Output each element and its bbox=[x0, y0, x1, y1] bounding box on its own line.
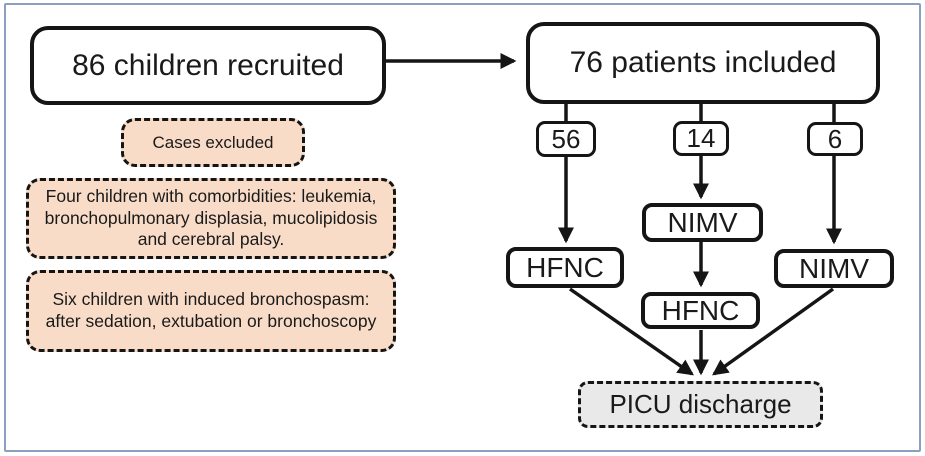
excluded-bronchospasm-text: Six children with induced bronchospasm: … bbox=[45, 289, 377, 331]
picu-discharge-label: PICU discharge bbox=[609, 389, 792, 420]
included-box: 76 patients included bbox=[526, 22, 880, 104]
hfnc-left-label: HFNC bbox=[526, 252, 604, 283]
excluded-bronchospasm-box: Six children with induced bronchospasm: … bbox=[26, 270, 396, 352]
count-box-56: 56 bbox=[536, 121, 596, 157]
excluded-comorbidities-text: Four children with comorbidities: leukem… bbox=[44, 185, 378, 250]
count-box-6: 6 bbox=[807, 122, 863, 156]
nimv-right-box: NIMV bbox=[774, 249, 894, 288]
count-box-14: 14 bbox=[673, 121, 729, 156]
excluded-comorbidities-box: Four children with comorbidities: leukem… bbox=[26, 178, 396, 259]
cases-excluded-box: Cases excluded bbox=[121, 118, 305, 167]
picu-discharge-box: PICU discharge bbox=[578, 381, 823, 428]
hfnc-left-box: HFNC bbox=[506, 247, 624, 288]
nimv-right-label: NIMV bbox=[799, 253, 869, 284]
recruited-box: 86 children recruited bbox=[30, 26, 386, 105]
count-6-label: 6 bbox=[827, 123, 843, 154]
count-14-label: 14 bbox=[686, 123, 716, 154]
included-label: 76 patients included bbox=[569, 46, 837, 80]
hfnc-mid-label: HFNC bbox=[661, 295, 740, 326]
nimv-mid-box: NIMV bbox=[642, 203, 763, 242]
count-56-label: 56 bbox=[551, 123, 581, 154]
hfnc-mid-box: HFNC bbox=[641, 292, 760, 329]
recruited-label: 86 children recruited bbox=[72, 48, 344, 82]
nimv-mid-label: NIMV bbox=[667, 207, 738, 238]
cases-excluded-label: Cases excluded bbox=[152, 132, 274, 152]
